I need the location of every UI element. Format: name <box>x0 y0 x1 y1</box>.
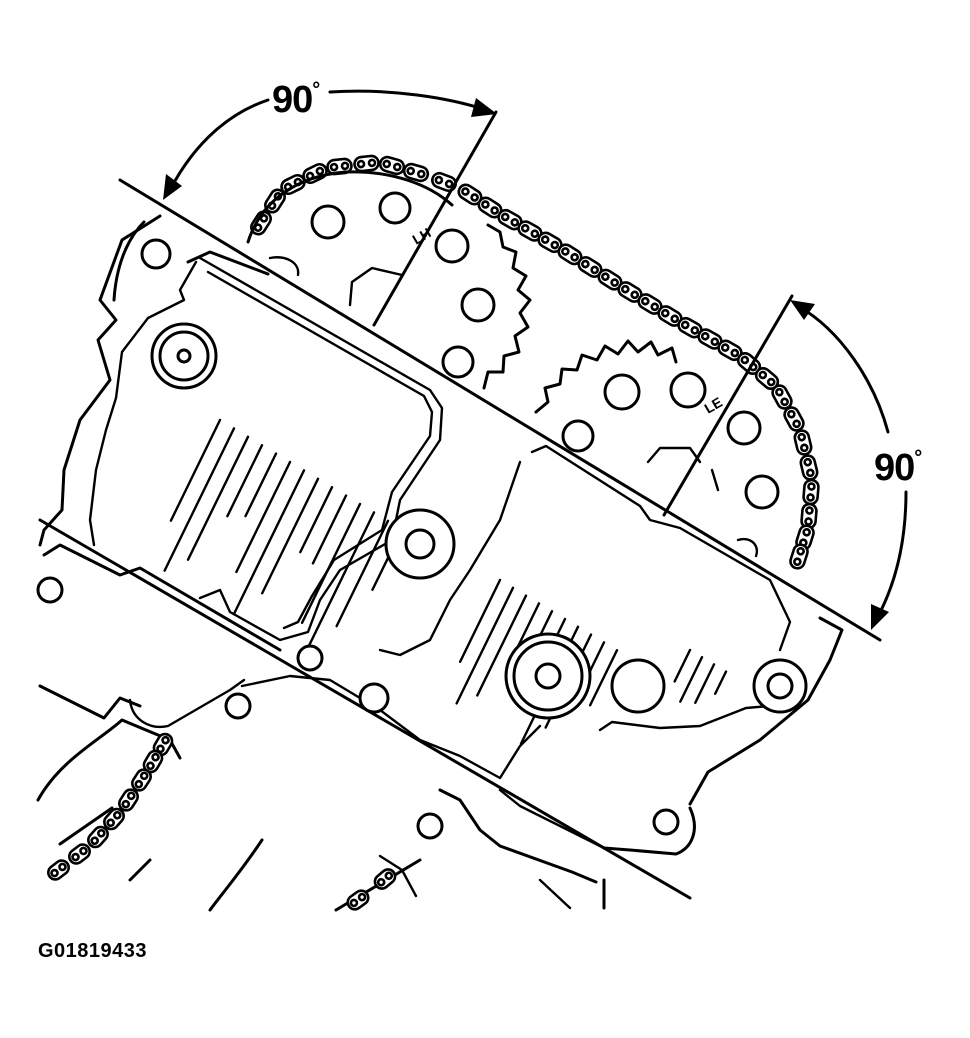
timing-chain <box>250 154 820 570</box>
chain-link <box>402 162 430 183</box>
rib-line <box>458 578 502 663</box>
chain-link <box>431 171 457 193</box>
chain-link <box>497 208 523 231</box>
angle-arrow-left <box>163 89 497 200</box>
chain-link <box>142 749 164 774</box>
chain-link <box>736 351 762 376</box>
rib-line <box>476 594 528 697</box>
rib-line <box>335 519 390 628</box>
chain-link <box>802 478 820 506</box>
chain-link <box>597 268 623 291</box>
rib-line <box>235 460 292 574</box>
chain-link <box>800 502 818 530</box>
rib-line <box>694 663 716 705</box>
rib-line <box>713 670 728 695</box>
chain-link <box>68 843 91 865</box>
rib-line <box>300 502 362 624</box>
chain-link <box>353 154 380 173</box>
chain-link <box>657 305 683 327</box>
angle-label-left: 90° <box>272 79 320 121</box>
chain-link <box>793 429 813 456</box>
angle-label-right: 90° <box>874 447 922 489</box>
right-camshaft-sprocket: LE <box>534 339 780 558</box>
chain-link <box>118 788 139 812</box>
rib-line <box>260 477 320 595</box>
svg-text:LE: LE <box>702 394 725 417</box>
chain-link <box>477 196 503 219</box>
rib-line <box>232 469 306 616</box>
rib-line <box>302 511 376 657</box>
rib-line <box>299 486 334 554</box>
chain-link <box>131 768 152 792</box>
rib-line <box>588 649 619 707</box>
reference-lines <box>118 110 882 642</box>
chain-link <box>789 543 809 570</box>
rib-line <box>673 648 692 683</box>
chain-link <box>346 889 370 911</box>
chain-link <box>799 454 819 481</box>
chain-link <box>754 366 780 391</box>
chain-link <box>717 339 743 362</box>
chain-link <box>537 231 563 254</box>
rib-line <box>244 452 278 518</box>
chain-link <box>250 210 272 236</box>
chain-link <box>103 807 125 831</box>
chain-link <box>87 825 109 849</box>
chain-link <box>617 281 643 303</box>
rib-line <box>311 494 348 565</box>
chain-link <box>771 384 793 410</box>
chain-link <box>47 859 70 881</box>
rib-line <box>169 418 222 522</box>
lower-chain <box>47 732 397 911</box>
chain-link <box>783 406 805 432</box>
rib-line <box>186 435 250 561</box>
rib-line <box>455 586 515 705</box>
rib-line <box>679 656 704 703</box>
angle-arrow-right <box>790 300 908 630</box>
chain-link <box>373 868 397 890</box>
figure-id: G01819433 <box>38 940 148 962</box>
chain-link <box>378 155 406 176</box>
bolt-holes <box>36 238 808 840</box>
rib-line <box>163 427 236 572</box>
rib-line <box>226 444 264 518</box>
